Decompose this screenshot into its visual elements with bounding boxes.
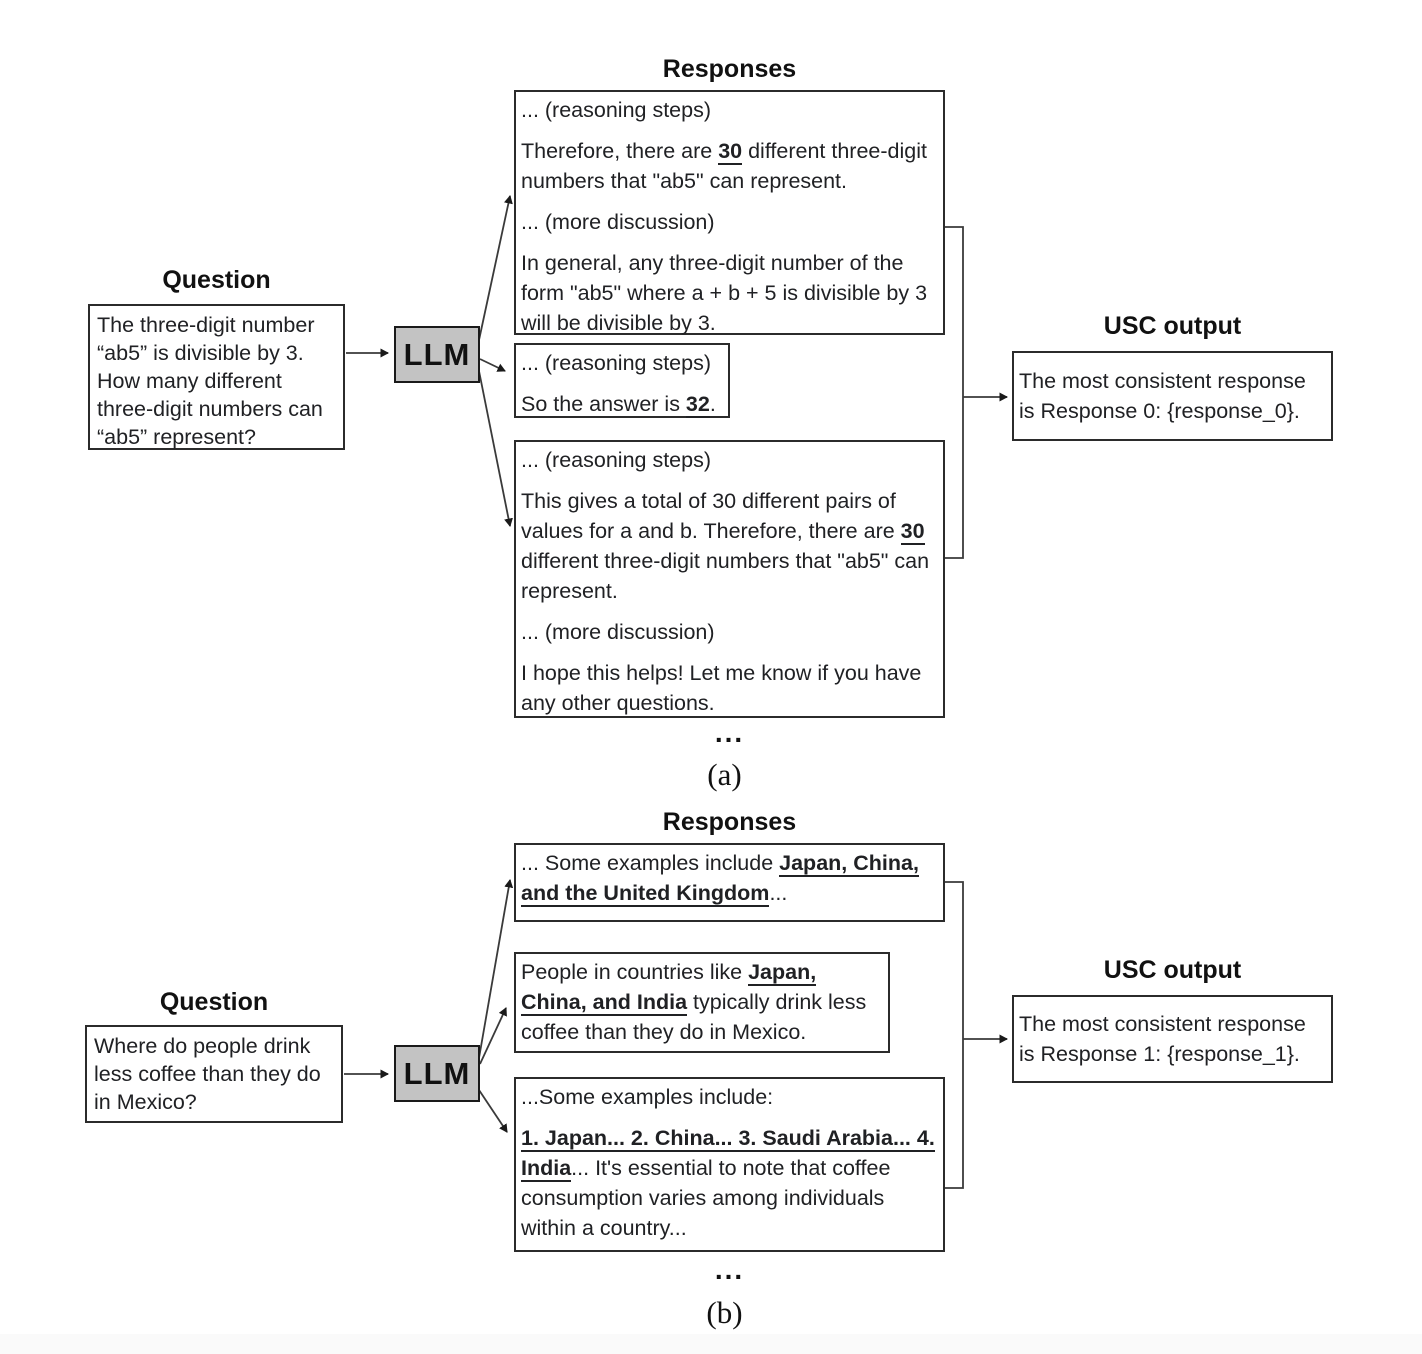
- response-paragraph: In general, any three-digit number of th…: [521, 251, 928, 335]
- response-paragraph: ... (more discussion): [521, 620, 715, 644]
- response-paragraph: ... Some examples include Japan, China, …: [521, 851, 919, 907]
- arrow-llm-to-response1-a: [478, 195, 513, 341]
- response-paragraph: I hope this helps! Let me know if you ha…: [521, 661, 922, 715]
- arrow-llm-to-response2-a: [479, 358, 506, 372]
- response-paragraph: People in countries like Japan, China, a…: [521, 960, 867, 1044]
- caption-b: (b): [706, 1295, 743, 1330]
- responses-ellipsis-a: ...: [714, 717, 745, 748]
- response-paragraph: ... (reasoning steps): [521, 98, 712, 122]
- arrow-llm-to-response3-b: [478, 1089, 508, 1133]
- arrow-llm-to-response3-a: [478, 370, 513, 527]
- usc-output-title-b: USC output: [1103, 956, 1242, 984]
- response-paragraph: This gives a total of 30 different pairs…: [521, 489, 930, 603]
- usc-output-title-a: USC output: [1103, 312, 1242, 340]
- caption-a: (a): [707, 757, 742, 792]
- response-box-b-1: ... Some examples include Japan, China, …: [514, 843, 945, 922]
- usc-output-box-a: The most consistent response is Response…: [1012, 351, 1333, 441]
- bracket-responses-a: [945, 226, 964, 559]
- response-box-b-3: ...Some examples include: 1. Japan... 2. …: [514, 1077, 945, 1252]
- question-title-a: Question: [162, 266, 271, 294]
- response-paragraph: ... (more discussion): [521, 210, 715, 234]
- question-title-b: Question: [159, 988, 269, 1016]
- llm-box-b: LLM: [394, 1045, 480, 1102]
- response-box-a-2: ... (reasoning steps) So the answer is 32…: [514, 343, 730, 418]
- arrow-llm-to-response2-b: [479, 1007, 507, 1065]
- response-box-b-2: People in countries like Japan, China, a…: [514, 952, 890, 1053]
- arrow-llm-to-response1-b: [478, 879, 514, 1059]
- response-paragraph: Therefore, there are 30 different three-…: [521, 139, 927, 193]
- question-box-b: Where do people drink less coffee than t…: [85, 1025, 343, 1123]
- responses-title-a: Responses: [662, 55, 797, 83]
- response-paragraph: So the answer is 32.: [521, 392, 716, 418]
- usc-output-text-b: The most consistent response is Response…: [1019, 1012, 1306, 1066]
- response-paragraph: ...Some examples include:: [521, 1085, 774, 1109]
- responses-ellipsis-b: ...: [714, 1254, 745, 1285]
- response-box-a-1: ... (reasoning steps) Therefore, there ar…: [514, 90, 945, 335]
- usc-output-text-a: The most consistent response is Response…: [1019, 369, 1306, 423]
- question-box-a: The three-digit number “ab5” is divisibl…: [88, 304, 345, 450]
- responses-title-b: Responses: [662, 808, 797, 836]
- bracket-responses-b: [945, 881, 964, 1189]
- usc-output-box-b: The most consistent response is Response…: [1012, 995, 1333, 1083]
- response-paragraph: ... (reasoning steps): [521, 448, 712, 472]
- response-paragraph: 1. Japan... 2. China... 3. Saudi Arabia.…: [521, 1126, 935, 1240]
- response-paragraph: ... (reasoning steps): [521, 351, 712, 375]
- page-bottom-strip: [0, 1334, 1422, 1354]
- response-box-a-3: ... (reasoning steps) This gives a total …: [514, 440, 945, 718]
- llm-box-a: LLM: [394, 326, 480, 383]
